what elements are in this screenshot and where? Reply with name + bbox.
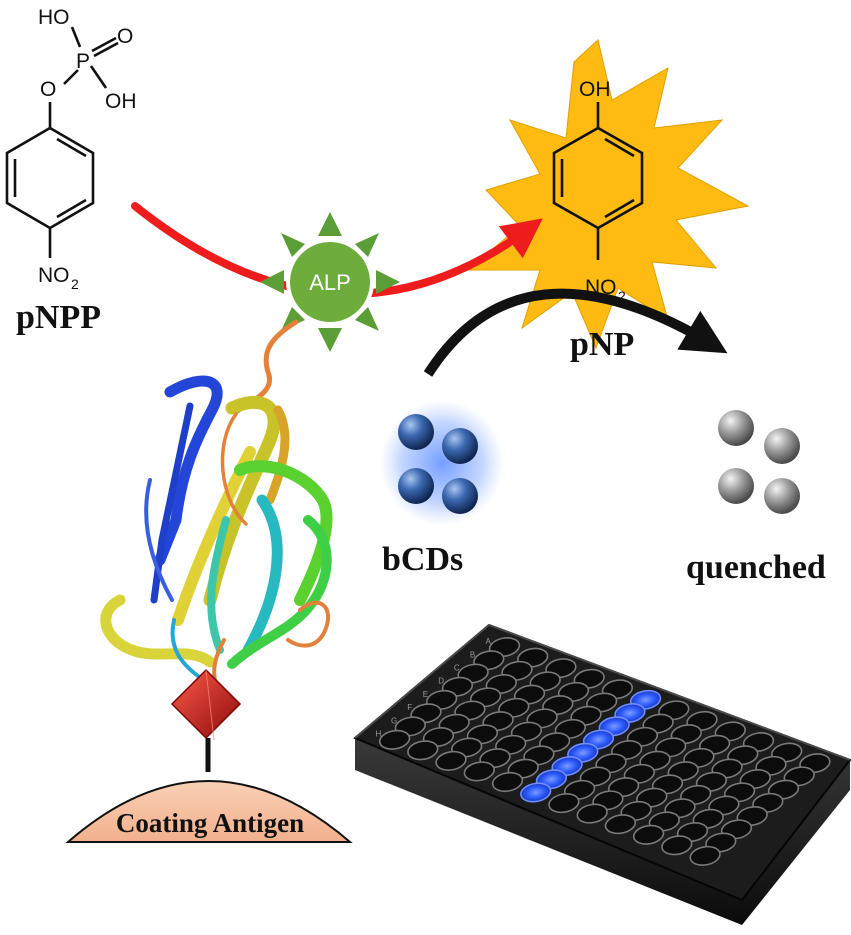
- plate-row-letter: F: [407, 703, 412, 712]
- pnpp-molecule: HO O P OH O NO 2 pNPP: [5, 6, 137, 336]
- enzyme-core: [290, 242, 370, 322]
- enzyme-spikes: [260, 212, 400, 352]
- plate-row-letter: E: [423, 690, 428, 699]
- pnp-no2-subscript: 2: [618, 288, 626, 304]
- plate-well: [576, 803, 608, 824]
- plate-well: [435, 750, 467, 771]
- plate-row-letter: H: [376, 730, 382, 739]
- plate-row-letter: B: [470, 650, 475, 659]
- quenched-label: quenched: [686, 549, 826, 586]
- plate-well: [491, 771, 524, 793]
- quenched-dot: [718, 468, 754, 504]
- hapten-octahedron: [170, 668, 242, 740]
- plate-row-labels: A B C D E F GH: [376, 637, 492, 739]
- pnpp-no2-subscript: 2: [71, 276, 79, 292]
- microplate: A B C D E F GH: [353, 623, 851, 925]
- pnpp-o-link-label: O: [40, 78, 56, 101]
- pnpp-p-label: P: [76, 50, 90, 73]
- pnpp-oh-label: OH: [105, 90, 137, 113]
- plate-well: [604, 814, 637, 835]
- bcds-glow: [380, 400, 504, 526]
- pnpp-bonds: [5, 26, 119, 258]
- plate-well: [463, 761, 495, 782]
- quenched-dot: [764, 478, 800, 514]
- coating-antigen-label: Coating Antigen: [116, 808, 304, 838]
- pnp-bonds: [552, 102, 644, 260]
- plate-wells: [378, 637, 831, 866]
- pnpp-double-o-label: O: [117, 25, 133, 48]
- bcds-label: bCDs: [382, 541, 463, 578]
- pnpp-no2-label: NO: [38, 264, 70, 287]
- plate-row-letter: A: [486, 637, 492, 646]
- pnpp-label: pNPP: [16, 299, 101, 336]
- quenched-dot: [764, 428, 800, 464]
- coating-antigen-dome: [65, 780, 353, 843]
- plate-well: [407, 740, 439, 761]
- plate-well-glowing: [520, 782, 552, 803]
- bcd-dot: [442, 428, 478, 464]
- plate-well: [378, 729, 411, 750]
- pnp-label: pNP: [570, 326, 634, 363]
- bcd-dot: [398, 468, 434, 504]
- quenched-dot: [718, 410, 754, 446]
- quenched-cluster: quenched: [686, 410, 826, 586]
- pnp-oh-label: OH: [579, 78, 611, 101]
- quench-arrow: [423, 288, 728, 377]
- bcd-dot: [398, 414, 434, 450]
- alp-enzyme: ALP: [260, 212, 400, 352]
- plate-row-letter: D: [438, 677, 444, 686]
- pnpp-ho-label: HO: [38, 6, 70, 29]
- yellow-burst: [466, 39, 750, 350]
- plate-row-letter: G: [391, 716, 397, 725]
- bcd-dot: [442, 478, 478, 514]
- bcds-cluster: bCDs: [380, 400, 504, 578]
- plate-well: [661, 835, 693, 856]
- antibody-ribbon: [100, 375, 333, 686]
- plate-well: [689, 845, 721, 866]
- plate-row-letter: C: [454, 664, 460, 673]
- pnp-molecule: OH NO 2: [466, 39, 750, 350]
- plate-well: [632, 824, 665, 845]
- plate-well: [548, 793, 580, 814]
- alp-label: ALP: [309, 270, 351, 295]
- antigen-assembly: Coating Antigen: [65, 668, 353, 843]
